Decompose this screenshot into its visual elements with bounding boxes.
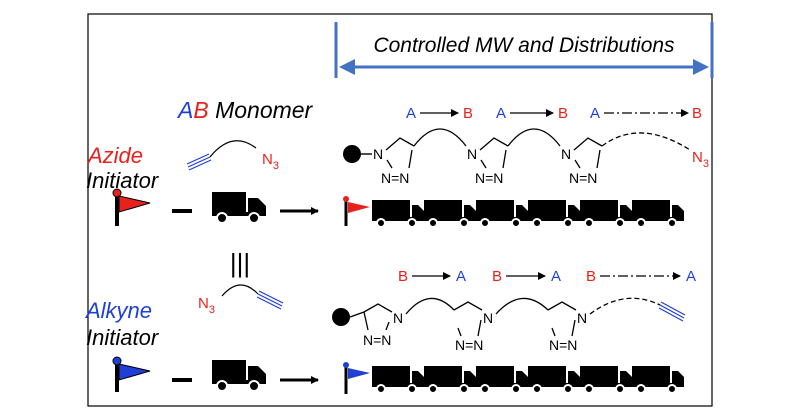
monomer-label: AB Monomer [176,97,314,123]
azide-polymer-structure: N N=N N N=N N N=N N3 [343,128,709,186]
alkyne-truck-train [343,362,685,394]
monomer-a: A [176,97,193,123]
equivalence-sign: ||| [230,248,250,278]
header-title: Controlled MW and Distributions [373,34,675,57]
alkyne-ring3-nn: N=N [549,337,577,353]
azide-seq-6: B [692,105,702,122]
alkyne-ring1-n: N [393,310,403,326]
alkyne-polymer-structure: N N=N N N=N N N=N [332,297,686,353]
alkyne-ring1-nn: N=N [363,332,391,348]
chain-truck-bottom-2 [423,365,477,394]
azide-ring3-nn: N=N [569,170,597,186]
alkyne-seq-1: B [398,268,408,285]
azide-ring3-n: N [561,146,571,162]
azide-chain-end-n: N [692,149,703,166]
azide-seq-2: B [463,105,473,122]
alkyne-ring3-n: N [577,310,587,326]
chain-truck-bottom-3 [475,365,529,394]
ab-monomer-structure: N3 [186,140,279,172]
header-arrow-head-left [339,59,355,75]
alkyne-ring2-nn: N=N [455,337,483,353]
svg-text:N3: N3 [692,149,709,170]
azide-sequence: A B A B A B [406,105,702,122]
ba-monomer-n3-sub: 3 [209,304,215,316]
header-arrow-head-right [693,59,709,75]
alkyne-seq-4: A [551,268,561,285]
monomer-n3-sub: 3 [273,160,279,172]
chain-truck-bottom-5 [579,365,633,394]
alkyne-label-line1: Alkyne [84,298,152,323]
alkyne-seq-6: A [686,268,696,285]
frame [87,13,713,407]
chain-truck-top-1 [371,199,425,228]
chain-truck-bottom-6 [631,365,685,394]
monomer-b: B [193,97,208,123]
azide-chain-end-sub: 3 [703,158,709,170]
azide-ring1-n: N [373,146,383,162]
azide-label-line2: Initiator [86,168,160,193]
alkyne-seq-2: A [456,268,466,285]
azide-ring2-nn: N=N [475,170,503,186]
chain-truck-top-4 [527,199,581,228]
azide-truck-train [343,196,685,228]
monomer-suffix: Monomer [209,97,314,123]
chain-truck-top-3 [475,199,529,228]
ba-monomer-n3-n: N [198,295,209,312]
chain-truck-top-6 [631,199,685,228]
azide-seq-5: A [590,105,600,122]
svg-text:N3: N3 [262,151,279,172]
monomer-truck-icon-top [211,191,267,224]
chain-truck-bottom-1 [371,365,425,394]
alkyne-flag-icon [112,356,151,392]
azide-ring1-nn: N=N [381,170,409,186]
monomer-n3-n: N [262,151,273,168]
alkyne-sequence: B A B A B A [398,268,696,285]
alkyne-seq-3: B [492,268,502,285]
monomer-truck-icon-bottom [211,359,267,392]
azide-seq-1: A [406,105,416,122]
azide-ring2-n: N [467,146,477,162]
alkyne-seq-5: B [586,268,596,285]
azide-flag-icon [112,188,151,226]
chain-truck-bottom-4 [527,365,581,394]
azide-seq-4: B [558,105,568,122]
azide-label-line1: Azide [86,143,143,168]
ba-monomer-structure: N3 [198,284,284,316]
chain-truck-top-5 [579,199,633,228]
alkyne-label-line2: Initiator [86,325,160,350]
svg-text:N3: N3 [198,295,215,316]
chain-truck-top-2 [423,199,477,228]
alkyne-ring2-n: N [483,310,493,326]
azide-seq-3: A [496,105,506,122]
